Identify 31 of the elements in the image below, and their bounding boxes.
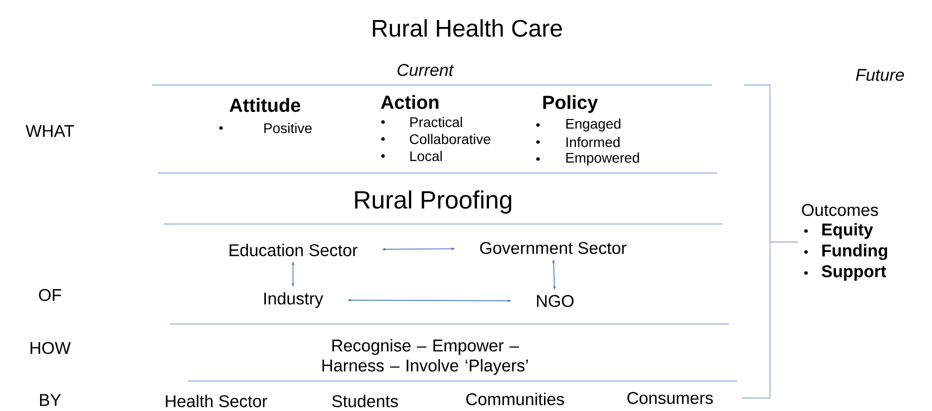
column-heading: Policy [543,95,598,113]
list-item: Funding [822,244,888,260]
column-heading: Action [380,95,438,109]
list-item: Local [410,150,442,162]
player-name: Students [332,394,398,408]
player-name: Communities [466,392,564,406]
player-name: Health Sector [166,394,268,408]
section-heading: Rural Proofing [355,190,512,214]
sector-label: Education Sector [230,244,358,256]
sector-label: NGO [537,294,574,308]
sector-label: Government Sector [480,242,626,254]
outcomes-heading: Outcomes [802,204,878,216]
sector-label: Industry [264,292,324,308]
list-item: Support [822,265,886,281]
list-item: Informed [566,136,620,148]
list-item: Practical [410,116,462,128]
list-item: Engaged [566,118,620,132]
row-label: BY [40,394,61,406]
title: Rural Health Care [372,19,562,37]
row-label: HOW [30,342,71,354]
section-heading: Future [856,69,904,81]
column-heading: Attitude [230,98,300,112]
list-item: Positive [264,122,312,134]
row-label: OF [39,288,62,302]
row-label: WHAT [26,125,74,137]
statement: Recognise – Empower – Harness – Involve ‘Players’ [322,339,528,375]
list-item: Empowered [566,152,639,166]
section-heading: Current [398,64,454,76]
list-item: Collaborative [410,134,490,144]
player-name: Consumers [627,392,713,404]
list-item: Equity [822,223,874,239]
